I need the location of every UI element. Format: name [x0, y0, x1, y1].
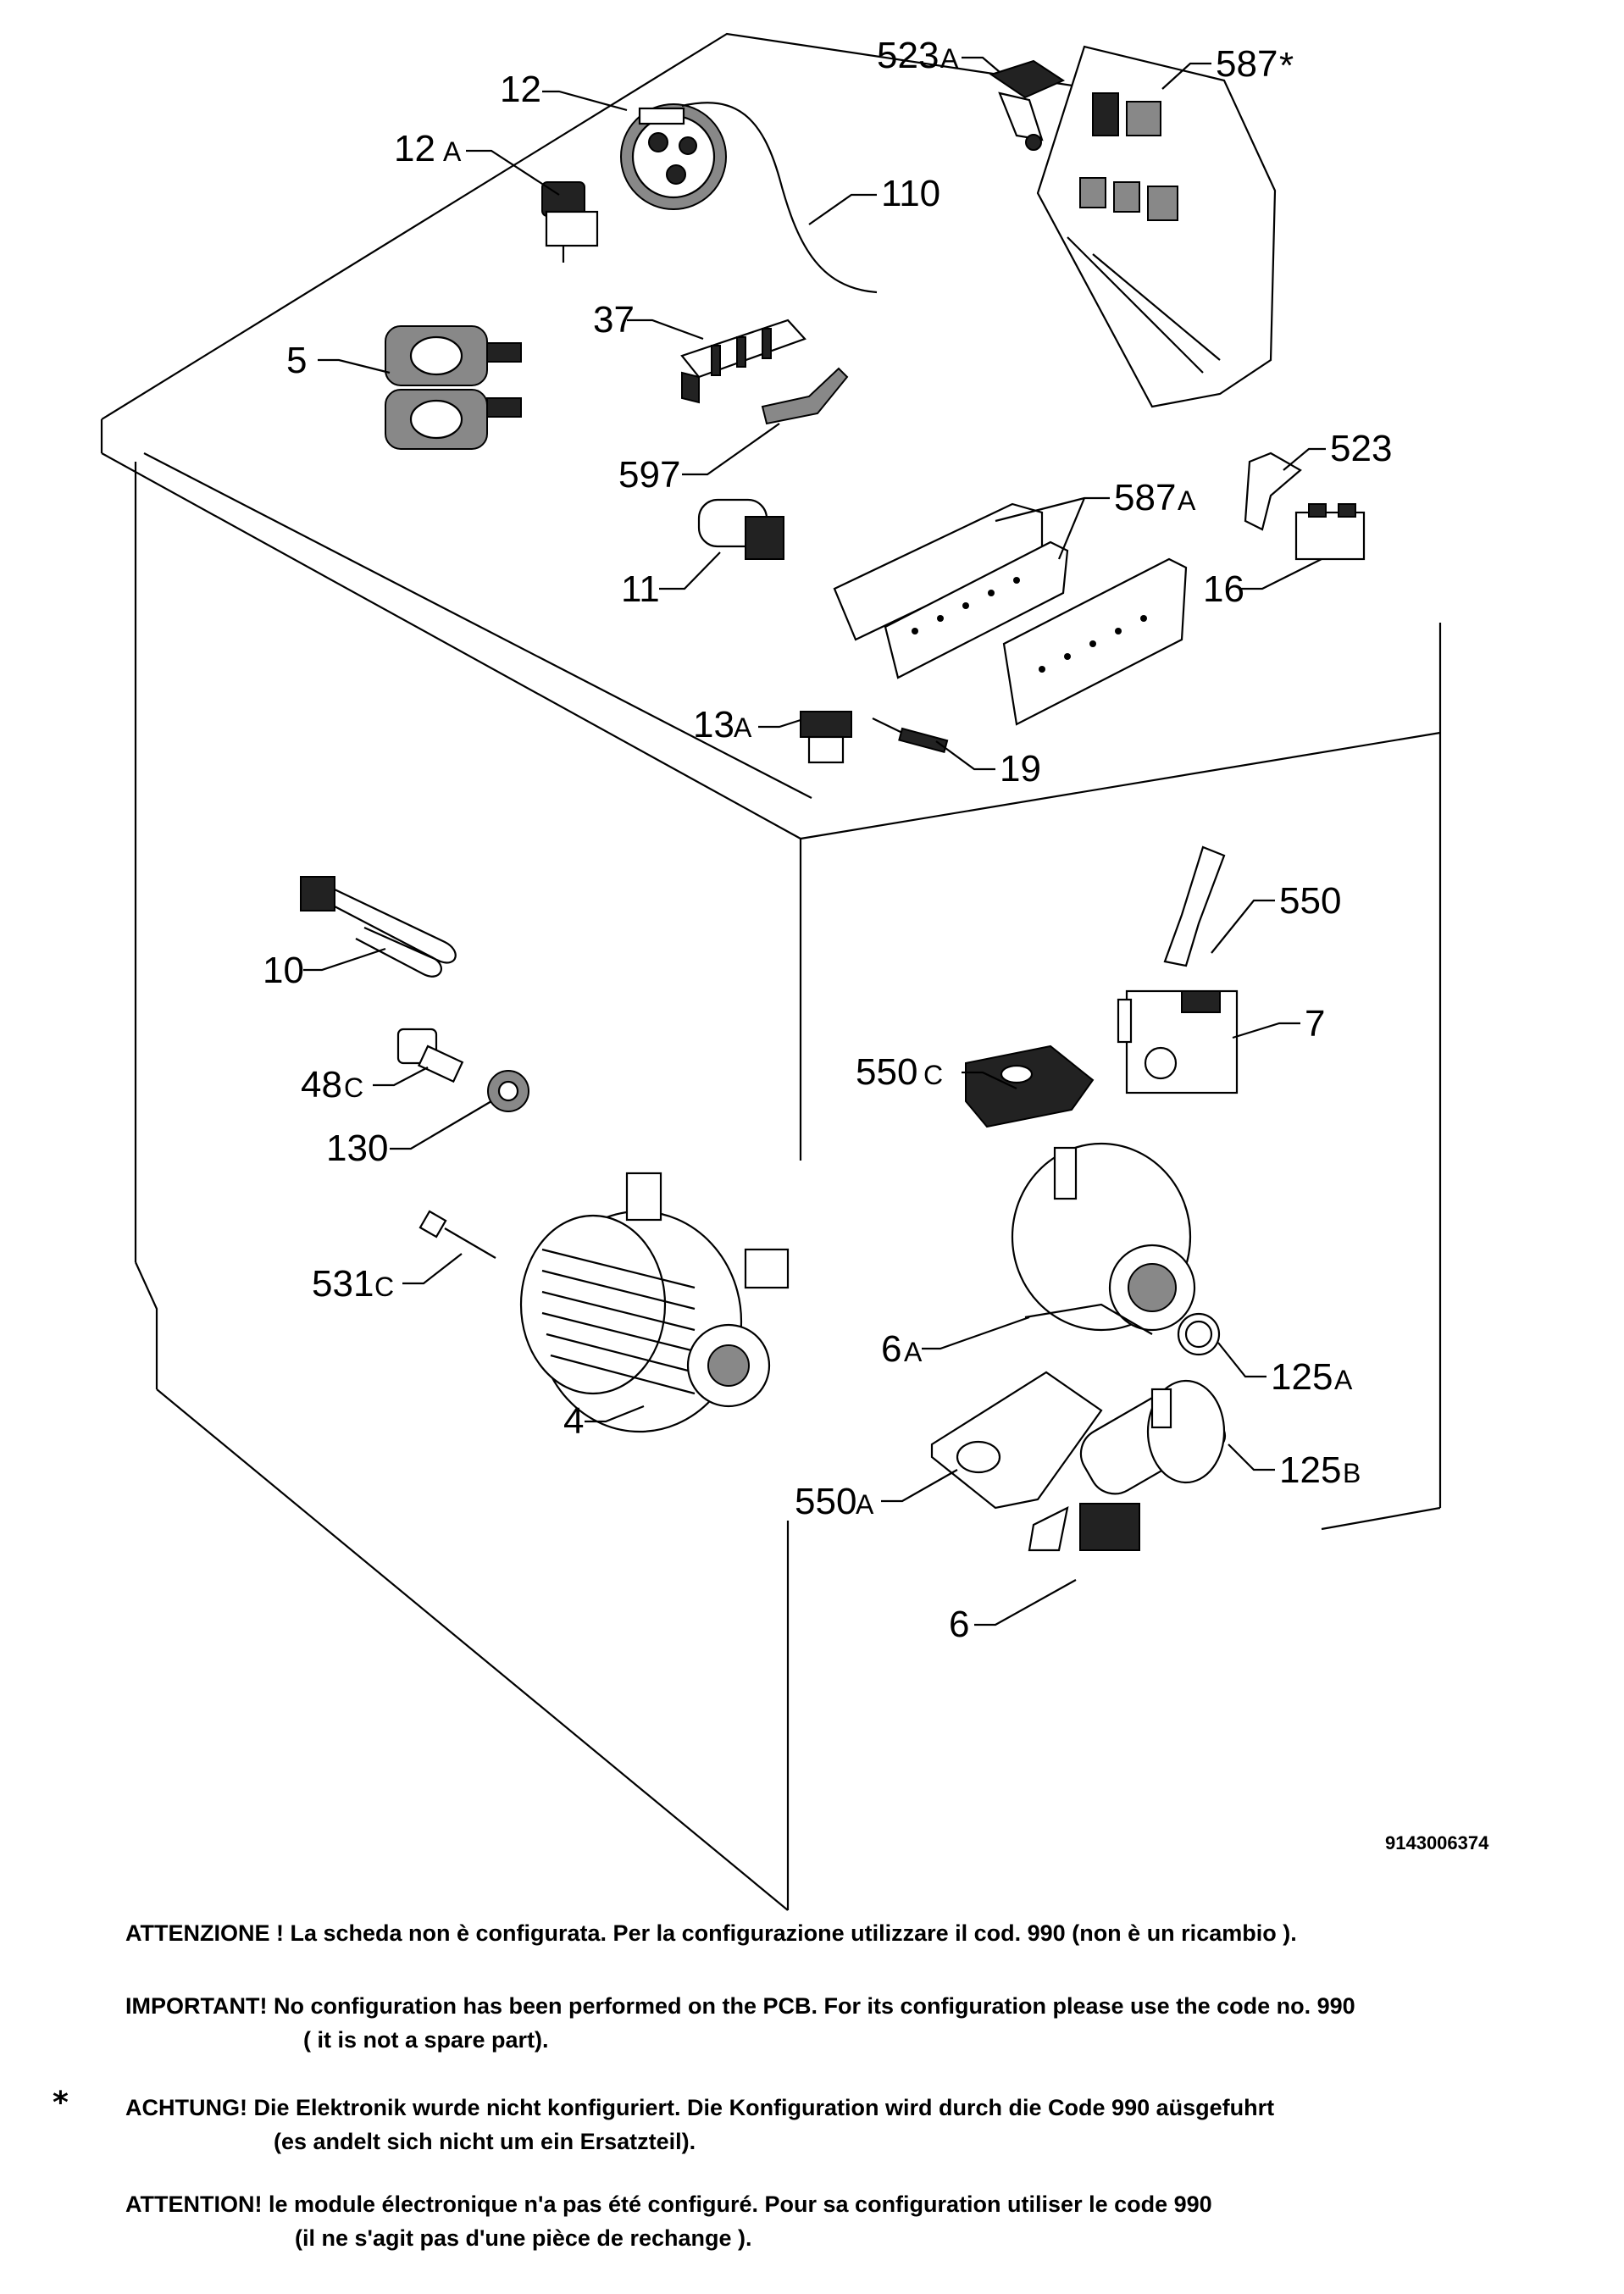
part-number-523: 523: [1330, 428, 1392, 469]
part-number-13a: 13: [693, 704, 734, 745]
part-suffix-13a: A: [734, 712, 752, 743]
part-number-550: 550: [1279, 880, 1341, 922]
solenoid-valve-part: [385, 325, 522, 450]
part-number-10: 10: [263, 950, 304, 991]
part-number-550a: 550: [795, 1481, 856, 1522]
note-italian-line1: ATTENZIONE ! La scheda non è configurata…: [125, 1920, 1297, 1946]
leader-lines: [303, 56, 1326, 1626]
part-suffix-6a: A: [904, 1337, 923, 1367]
part-number-37: 37: [593, 299, 635, 341]
motor-part: [519, 1172, 790, 1433]
note-french: ATTENTION! le module électronique n'a pa…: [125, 2187, 1212, 2255]
cabinet-outline: [100, 32, 1442, 1911]
part-number-4: 4: [563, 1400, 584, 1442]
note-english: IMPORTANT! No configuration has been per…: [125, 1989, 1355, 2057]
seal-part: [487, 1070, 529, 1112]
part-number-523a: 523: [877, 35, 939, 76]
note-french-line2: (il ne s'agit pas d'une pièce de rechang…: [295, 2225, 752, 2251]
part-number-550c: 550: [856, 1051, 917, 1093]
part-number-531c: 531: [312, 1263, 374, 1305]
part-suffix-523a: A: [940, 43, 959, 74]
connector-part: [800, 711, 852, 764]
note-french-line1: ATTENTION! le module électronique n'a pa…: [125, 2191, 1212, 2217]
part-suffix-587-asterisk: *: [1279, 45, 1294, 86]
part-suffix-550c: C: [923, 1060, 943, 1090]
part-labels: 12 12 A 110 5 37 597 11 523 A 587 * 523 …: [263, 35, 1392, 1645]
lever-part: [1163, 845, 1226, 967]
main-control-board-part: [1036, 45, 1277, 408]
part-number-110: 110: [881, 173, 940, 214]
cover-a-part: [930, 1371, 1103, 1510]
note-german-line1: ACHTUNG! Die Elektronik wurde nicht konf…: [125, 2095, 1275, 2120]
part-number-125b: 125: [1279, 1449, 1341, 1491]
pressure-hose-part: [681, 102, 878, 294]
part-number-6a: 6: [881, 1328, 901, 1370]
part-number-16: 16: [1203, 568, 1244, 610]
note-english-line2: ( it is not a spare part).: [303, 2027, 549, 2053]
note-italian: ATTENZIONE ! La scheda non è configurata…: [125, 1916, 1297, 1950]
clip-part: [761, 367, 849, 425]
door-lock-part: [1294, 503, 1366, 561]
part-number-6: 6: [949, 1604, 969, 1645]
pressure-switch-part: [620, 103, 727, 210]
temperature-sensor-part: [872, 718, 949, 753]
part-number-12a: 12: [394, 128, 435, 169]
part-suffix-125b: B: [1343, 1458, 1361, 1488]
part-number-587-asterisk: 587: [1216, 43, 1278, 85]
part-number-5: 5: [286, 340, 307, 381]
o-ring-a-part: [1177, 1312, 1221, 1356]
drain-pump-part: [1028, 1379, 1226, 1552]
part-number-130: 130: [326, 1128, 388, 1169]
drawing-code: 9143006374: [1385, 1832, 1489, 1853]
part-suffix-48c: C: [344, 1072, 363, 1103]
terminal-block-part: [680, 319, 806, 404]
note-english-line1: IMPORTANT! No configuration has been per…: [125, 1993, 1355, 2019]
cover-c-part: [965, 1044, 1095, 1128]
pump-switch-part: [1117, 989, 1239, 1094]
bracket-part: [1244, 452, 1302, 531]
ntc-sensor-part: [396, 1028, 464, 1083]
bracket-a-part: [989, 59, 1066, 151]
pump-body-part: [1011, 1142, 1196, 1335]
part-number-587a: 587: [1114, 477, 1176, 518]
part-number-12: 12: [500, 69, 541, 110]
part-suffix-531c: C: [374, 1272, 394, 1302]
part-suffix-550a: A: [856, 1489, 874, 1520]
asterisk-marker: *: [53, 2086, 69, 2120]
part-number-7: 7: [1305, 1003, 1325, 1044]
screw-part: [418, 1210, 496, 1259]
part-number-48c: 48: [301, 1064, 342, 1105]
note-german: ACHTUNG! Die Elektronik wurde nicht konf…: [125, 2091, 1274, 2158]
part-number-19: 19: [1000, 748, 1041, 790]
pressure-switch-a-part: [541, 181, 599, 263]
part-suffix-125a: A: [1334, 1365, 1353, 1395]
part-suffix-587a: A: [1178, 485, 1196, 516]
part-suffix-12a: A: [443, 136, 462, 167]
part-number-11: 11: [621, 568, 660, 610]
part-number-125a: 125: [1271, 1356, 1333, 1398]
capacitor-part: [697, 498, 784, 560]
display-boards-part: [833, 502, 1188, 726]
heating-element-part: [300, 876, 457, 978]
note-german-line2: (es andelt sich nicht um ein Ersatzteil)…: [274, 2129, 696, 2154]
part-number-597: 597: [618, 454, 680, 496]
